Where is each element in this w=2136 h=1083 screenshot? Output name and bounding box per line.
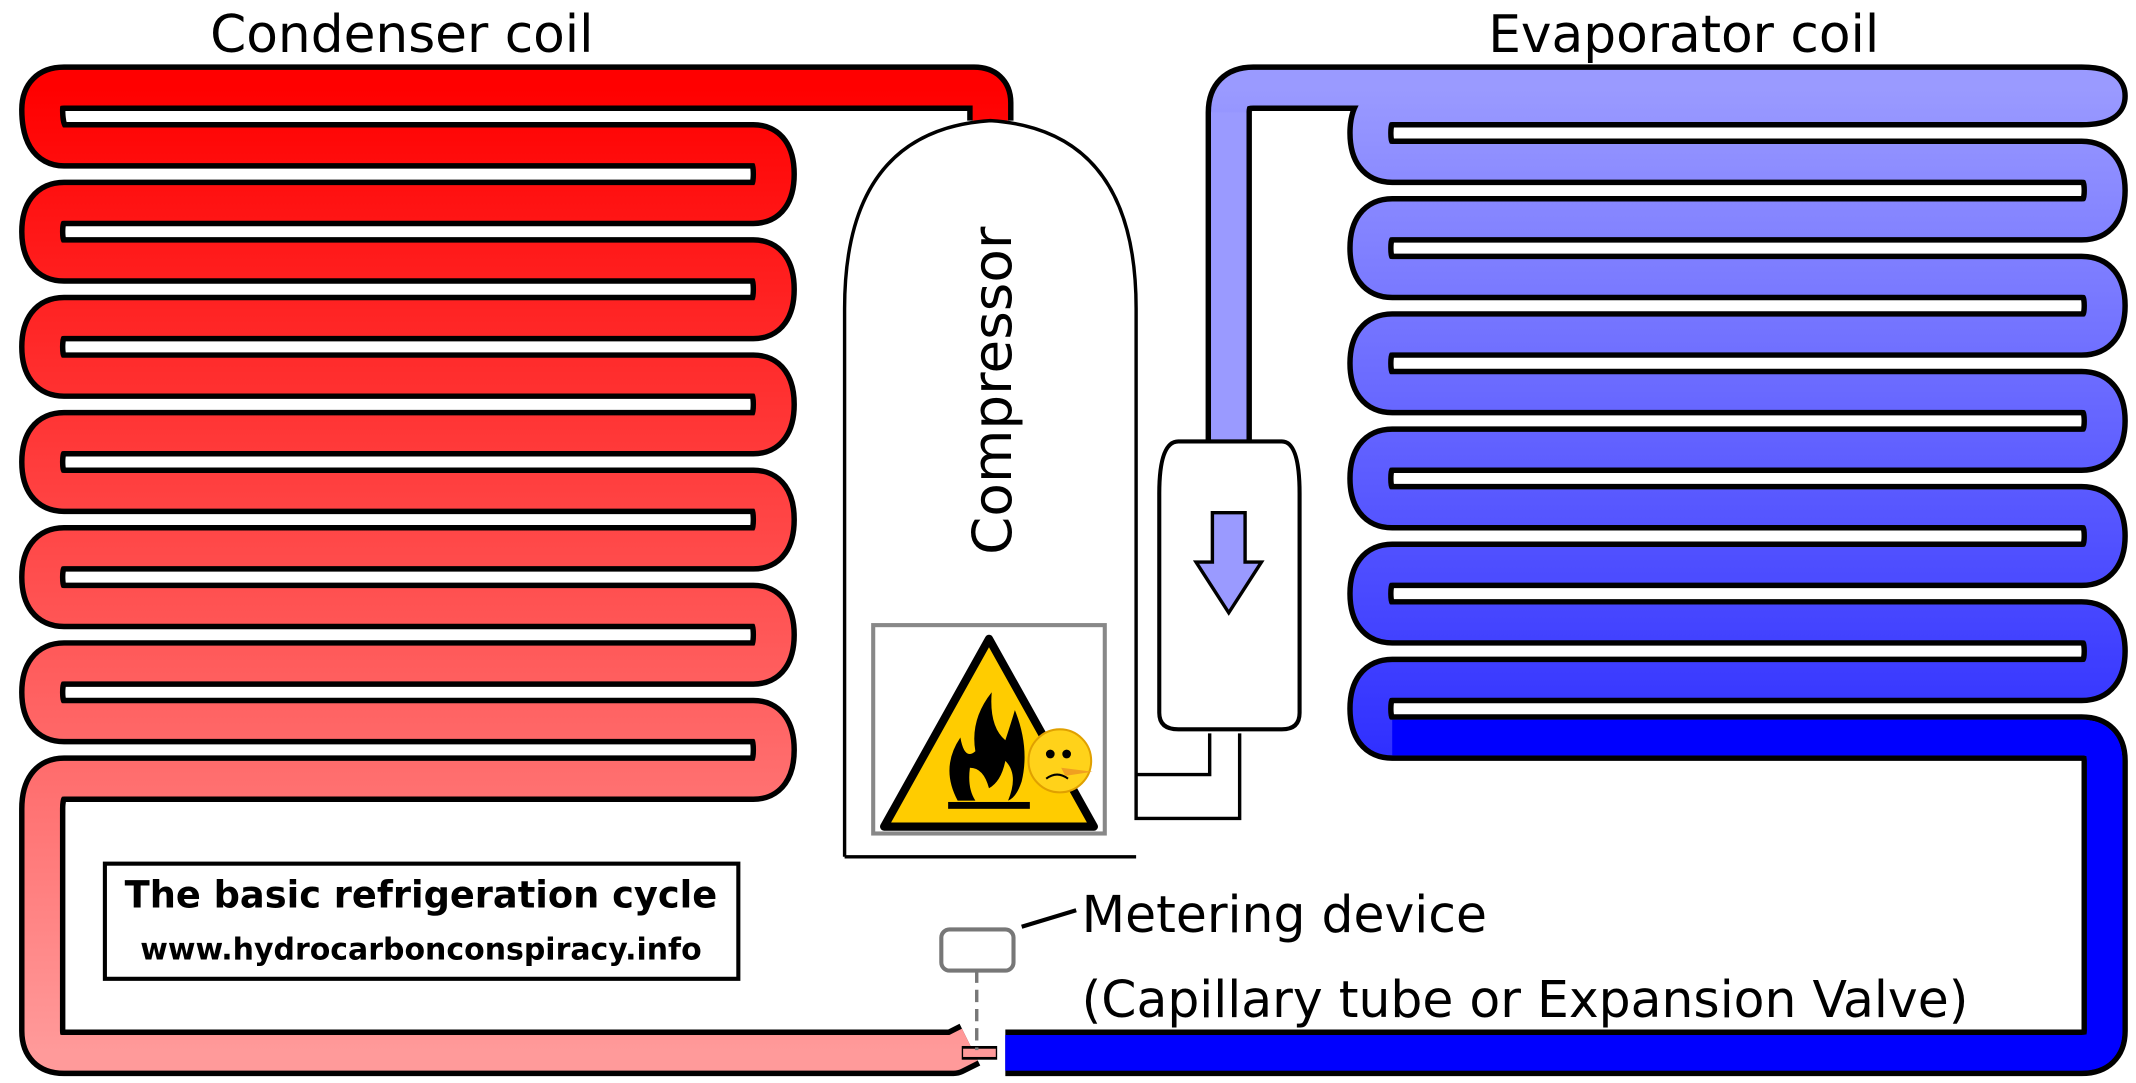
title-box-title: The basic refrigeration cycle <box>125 873 718 916</box>
metering-device <box>939 908 1077 1051</box>
flammable-warning-icon <box>871 623 1107 836</box>
condenser-label: Condenser coil <box>210 5 593 65</box>
evaporator-label: Evaporator coil <box>1488 5 1879 65</box>
metering-label: Metering device <box>1082 885 1487 944</box>
metering-sublabel: (Capillary tube or Expansion Valve) <box>1082 970 1969 1029</box>
title-box: The basic refrigeration cycle www.hydroc… <box>102 861 741 981</box>
arrow-down-icon <box>1192 510 1265 616</box>
worried-face-icon <box>1027 728 1093 794</box>
compressor-label: Compressor <box>960 226 1024 555</box>
capillary-restriction <box>961 1045 998 1060</box>
evaporator-coil <box>1005 64 2128 1077</box>
title-box-url: www.hydrocarbonconspiracy.info <box>140 933 701 968</box>
condenser-coil <box>19 64 1014 1077</box>
accumulator <box>1157 439 1302 732</box>
